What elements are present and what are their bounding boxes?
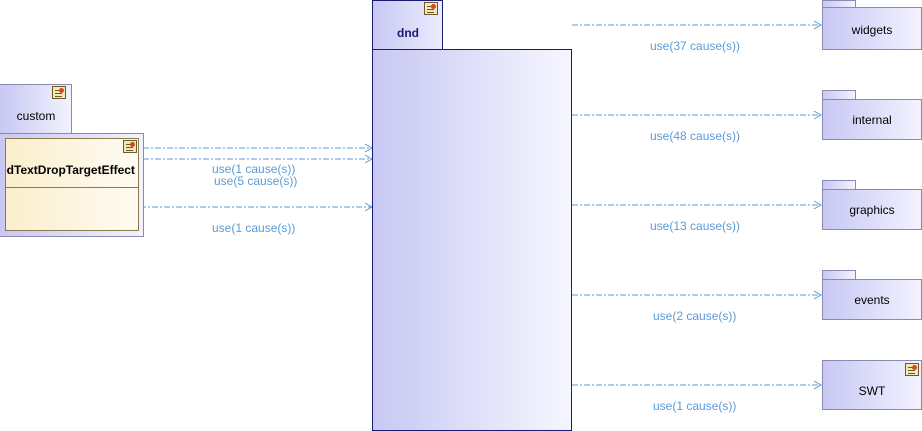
package-custom-label: custom xyxy=(16,109,56,123)
package-widgets-label: widgets xyxy=(851,23,893,37)
package-graphics-body[interactable]: graphics xyxy=(822,189,922,230)
dep-label-class-dnd-2: use(5 cause(s)) xyxy=(214,174,298,188)
package-widgets-body[interactable]: widgets xyxy=(822,7,922,50)
dep-label-widgets: use(37 cause(s)) xyxy=(650,39,741,53)
package-graphics-label: graphics xyxy=(849,203,895,217)
package-stereotype-icon xyxy=(52,86,66,99)
class-stereotype-icon xyxy=(905,363,919,376)
arrowhead xyxy=(813,200,823,210)
package-dnd-body[interactable] xyxy=(372,49,572,431)
package-internal-body[interactable]: internal xyxy=(822,99,922,140)
package-events-label: events xyxy=(854,293,890,307)
package-internal-label: internal xyxy=(852,113,892,127)
class-styledtext-drop-target-effect[interactable]: StyledTextDropTargetEffect xyxy=(5,138,139,231)
package-stereotype-icon xyxy=(424,2,438,15)
dep-label-events: use(2 cause(s)) xyxy=(653,309,737,323)
dep-label-class-dnd-1: use(1 cause(s)) xyxy=(212,162,296,176)
arrowhead xyxy=(813,380,823,390)
package-custom-tab[interactable]: custom xyxy=(0,84,72,134)
class-stereotype-icon xyxy=(123,140,137,153)
arrowhead xyxy=(813,290,823,300)
class-divider xyxy=(6,187,138,188)
dep-label-graphics: use(13 cause(s)) xyxy=(650,219,741,233)
arrowhead xyxy=(813,110,823,120)
package-dnd-label: dnd xyxy=(397,26,419,40)
package-events-body[interactable]: events xyxy=(822,279,922,320)
package-dnd-tab[interactable]: dnd xyxy=(372,0,443,50)
dep-label-swt: use(1 cause(s)) xyxy=(653,399,737,413)
class-swt[interactable]: SWT xyxy=(822,360,922,410)
arrowhead xyxy=(813,20,823,30)
dep-label-internal: use(48 cause(s)) xyxy=(650,129,741,143)
dep-label-class-dnd-3: use(1 cause(s)) xyxy=(212,221,296,235)
class-swt-label: SWT xyxy=(858,384,886,398)
class-name: StyledTextDropTargetEffect xyxy=(6,163,135,177)
